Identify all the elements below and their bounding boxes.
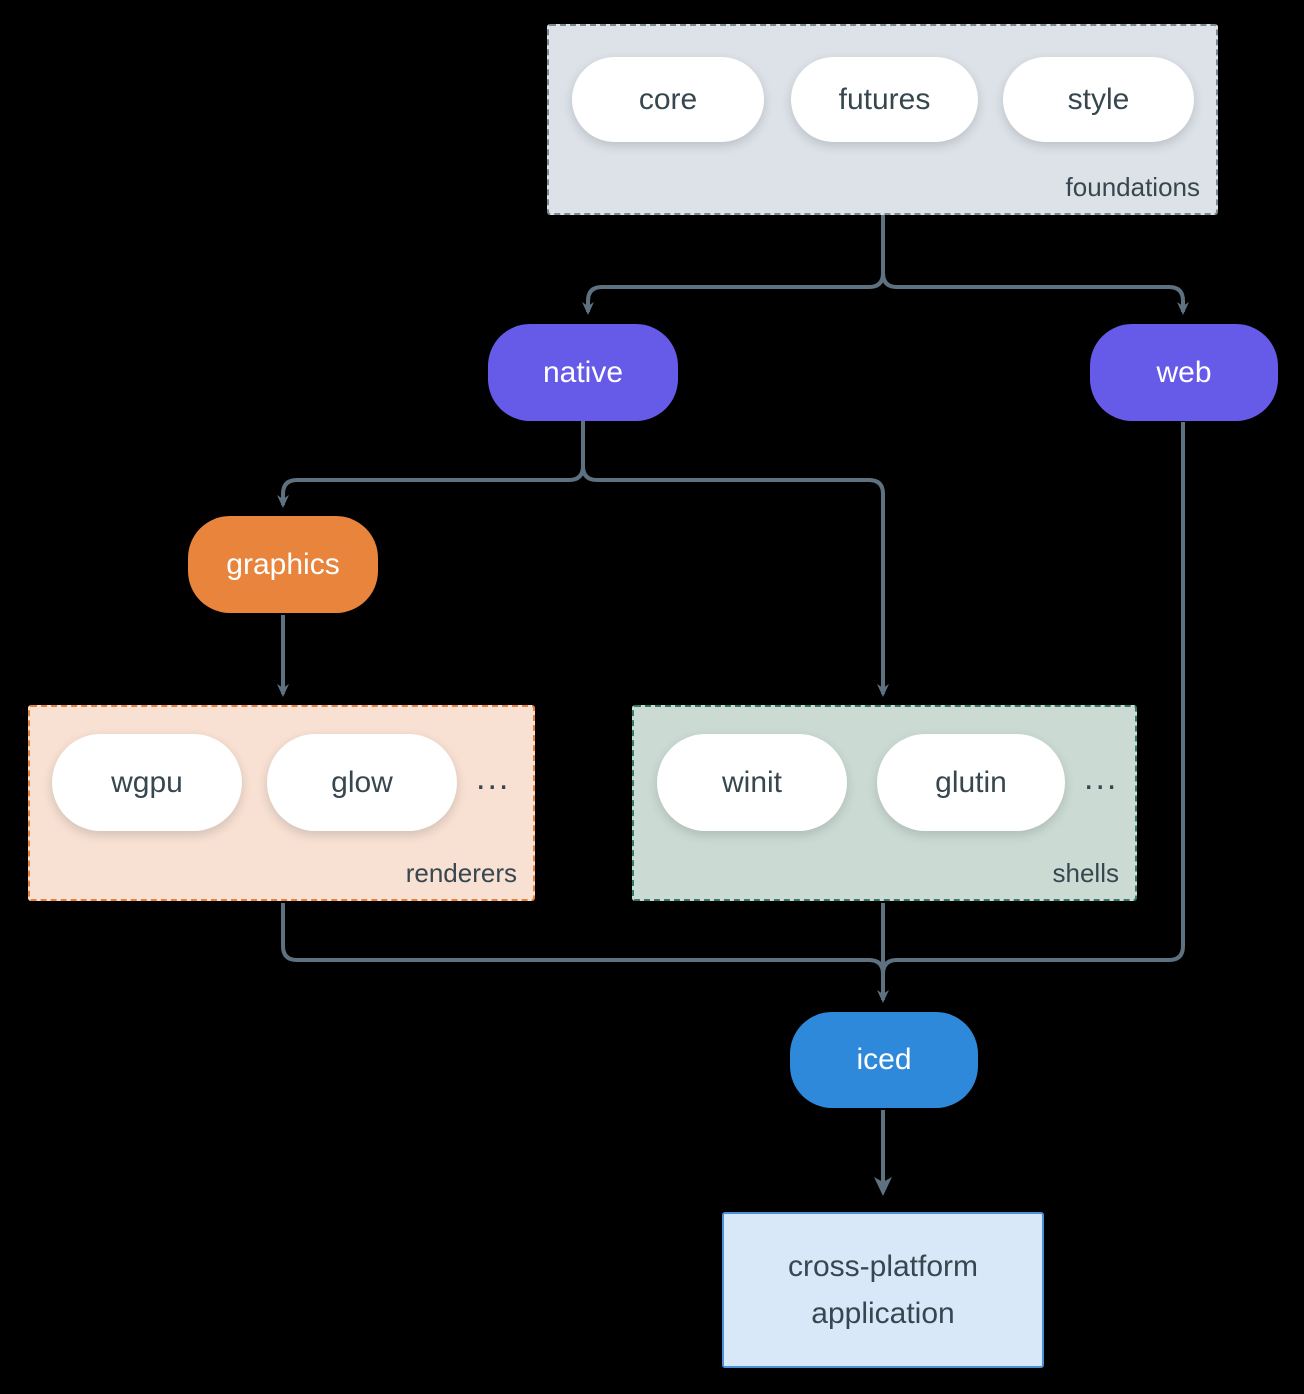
shells-group: winit glutin ... shells: [632, 705, 1137, 901]
edge-foundations-native: [582, 214, 885, 315]
application-label-line2: application: [811, 1297, 955, 1330]
renderers-group: wgpu glow ... renderers: [28, 705, 535, 901]
edge-native-shells: [581, 421, 889, 697]
renderers-label: renderers: [405, 858, 517, 888]
web-node: web: [1090, 324, 1278, 421]
edge-native-graphics: [277, 421, 585, 508]
pill-futures: futures: [791, 57, 978, 142]
pill-style: style: [1003, 57, 1194, 142]
native-node: native: [488, 324, 678, 421]
pill-winit: winit: [657, 734, 847, 831]
shells-label: shells: [1052, 858, 1119, 888]
edge-renderers-iced: [281, 903, 885, 990]
application-box: cross-platform application: [722, 1212, 1044, 1368]
pill-core: core: [572, 57, 764, 142]
graphics-node: graphics: [188, 516, 378, 613]
iced-node: iced: [790, 1012, 978, 1108]
pill-wgpu: wgpu: [52, 734, 242, 831]
foundations-label: foundations: [1065, 172, 1200, 202]
edge-foundations-web: [881, 214, 1189, 315]
pill-glutin: glutin: [877, 734, 1065, 831]
shells-ellipsis: ...: [1084, 759, 1119, 797]
renderers-ellipsis: ...: [476, 759, 511, 797]
pill-glow: glow: [267, 734, 457, 831]
application-label-line1: cross-platform: [787, 1250, 979, 1283]
foundations-group: core futures style foundations: [547, 24, 1218, 215]
